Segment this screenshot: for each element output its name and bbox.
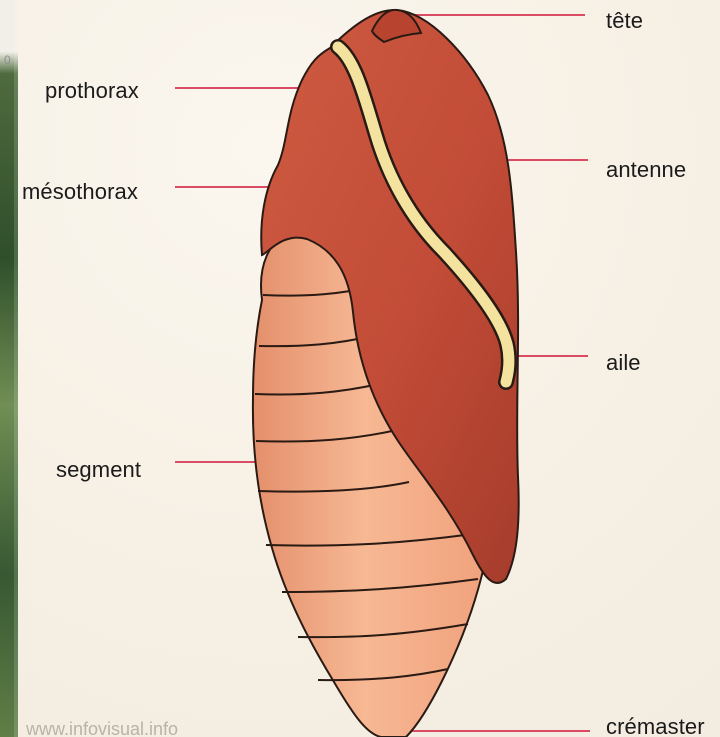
pupa-body (253, 10, 519, 737)
label-segment: segment (56, 459, 141, 481)
label-tete: tête (606, 10, 643, 32)
label-antenne: antenne (606, 159, 686, 181)
label-cremaster: crémaster (606, 716, 705, 737)
watermark-url: www.infovisual.info (26, 720, 178, 737)
corner-mark: 0 (4, 54, 11, 66)
label-mesothorax: mésothorax (22, 181, 138, 203)
label-aile: aile (606, 352, 641, 374)
label-prothorax: prothorax (45, 80, 139, 102)
